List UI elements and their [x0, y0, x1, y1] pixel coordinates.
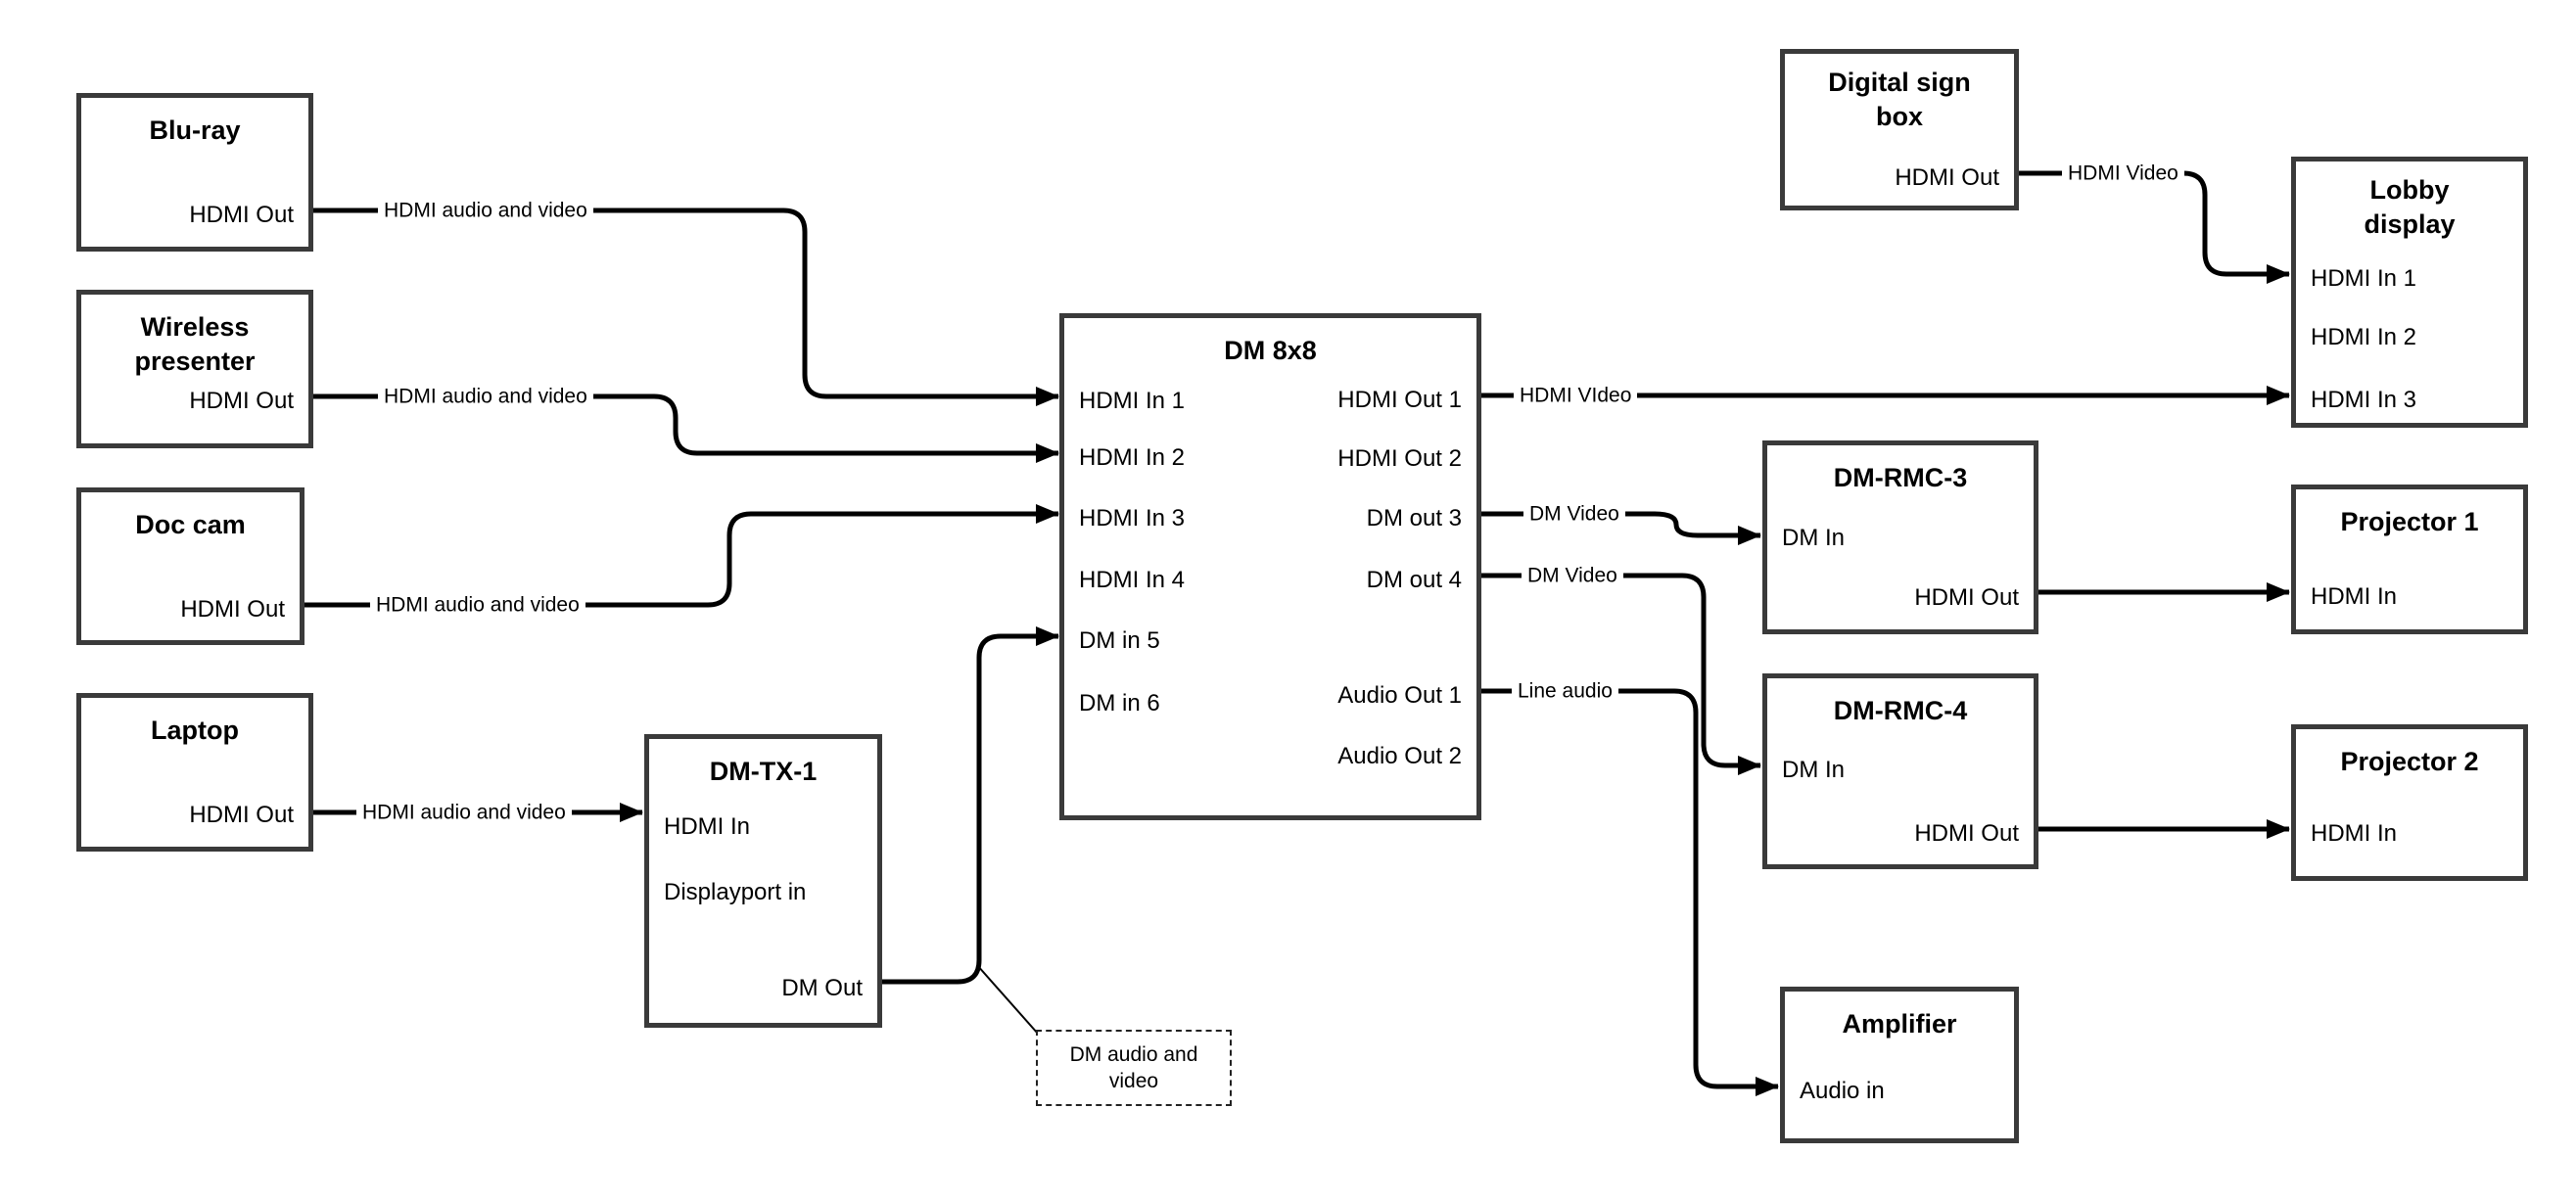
- port-hdmi-in-1: HDMI In 1: [1079, 387, 1186, 414]
- wire-label-dm-out3: DM Video: [1523, 501, 1625, 527]
- node-projector-2: Projector 2 HDMI In: [2291, 724, 2528, 881]
- wire-dmtx1-to-dm8x8-in5: [882, 626, 1059, 985]
- wire-label-bluray: HDMI audio and video: [378, 198, 593, 223]
- node-dm-8x8: DM 8x8 HDMI In 1 HDMI In 2 HDMI In 3 HDM…: [1059, 313, 1481, 820]
- port-dm-in: DM In: [1782, 756, 1846, 783]
- port-hdmi-out: HDMI Out: [189, 387, 294, 414]
- port-hdmi-in-3: HDMI In 3: [2311, 386, 2417, 413]
- port-hdmi-in-2: HDMI In 2: [2311, 323, 2417, 350]
- node-title: Projector 1: [2340, 507, 2479, 536]
- port-audio-in: Audio in: [1800, 1077, 1885, 1104]
- node-laptop: Laptop HDMI Out: [76, 693, 313, 852]
- port-hdmi-out: HDMI Out: [180, 595, 285, 623]
- wire-dm8x8-out4-to-rmc4: [1481, 573, 1761, 775]
- wire-label-dm-out4: DM Video: [1522, 563, 1623, 588]
- node-title: Blu-ray: [149, 115, 241, 145]
- node-digital-sign-box: Digital sign box HDMI Out: [1780, 49, 2019, 210]
- port-audio-out-1: Audio Out 1: [1337, 681, 1462, 709]
- port-dm-out: DM Out: [781, 974, 863, 1001]
- port-hdmi-in-1: HDMI In 1: [2311, 264, 2417, 292]
- port-hdmi-out-1: HDMI Out 1: [1337, 386, 1462, 413]
- wire-bluray-to-dm8x8-in1: [313, 208, 1059, 406]
- node-title: DM-TX-1: [709, 757, 818, 786]
- node-title: Digital sign box: [1828, 68, 1971, 132]
- port-displayport-in: Displayport in: [664, 878, 807, 905]
- port-dm-in-6: DM in 6: [1079, 689, 1160, 716]
- node-lobby-display: Lobby display HDMI In 1 HDMI In 2 HDMI I…: [2291, 157, 2528, 428]
- node-blu-ray: Blu-ray HDMI Out: [76, 93, 313, 252]
- node-title: DM 8x8: [1224, 336, 1317, 365]
- port-hdmi-in-4: HDMI In 4: [1079, 566, 1186, 593]
- wire-label-audio-out1: Line audio: [1512, 678, 1618, 704]
- wire-dm8x8-out3-to-rmc3: [1481, 511, 1761, 545]
- port-hdmi-out-2: HDMI Out 2: [1337, 444, 1462, 472]
- node-title: Doc cam: [135, 510, 246, 539]
- note-dm-audio-and-video: DM audio and video: [1036, 1030, 1232, 1106]
- port-hdmi-out: HDMI Out: [189, 201, 294, 228]
- wire-doccam-to-dm8x8-in3: [304, 504, 1059, 608]
- node-title: Projector 2: [2340, 747, 2479, 776]
- node-dm-tx-1: DM-TX-1 HDMI In Displayport in DM Out: [644, 734, 882, 1028]
- node-projector-1: Projector 1 HDMI In: [2291, 485, 2528, 634]
- wire-label-signbox: HDMI Video: [2062, 161, 2184, 186]
- port-hdmi-in: HDMI In: [2311, 819, 2398, 847]
- port-audio-out-2: Audio Out 2: [1337, 742, 1462, 769]
- node-doc-cam: Doc cam HDMI Out: [76, 487, 304, 645]
- node-title: Amplifier: [1842, 1009, 1957, 1039]
- node-wireless-presenter: Wireless presenter HDMI Out: [76, 290, 313, 448]
- note-leader-line: [976, 964, 1039, 1035]
- port-hdmi-out: HDMI Out: [1914, 819, 2019, 847]
- port-hdmi-out: HDMI Out: [1895, 163, 1999, 191]
- node-dm-rmc-3: DM-RMC-3 DM In HDMI Out: [1762, 440, 2038, 634]
- port-dm-out-3: DM out 3: [1366, 504, 1462, 531]
- port-hdmi-in-3: HDMI In 3: [1079, 504, 1186, 531]
- port-dm-in-5: DM in 5: [1079, 626, 1160, 654]
- node-title: Wireless presenter: [134, 312, 256, 377]
- node-title: Laptop: [151, 716, 239, 745]
- port-hdmi-in: HDMI In: [664, 812, 751, 840]
- port-dm-in: DM In: [1782, 524, 1846, 551]
- node-amplifier: Amplifier Audio in: [1780, 987, 2019, 1143]
- node-title: DM-RMC-4: [1833, 696, 1968, 725]
- port-hdmi-in-2: HDMI In 2: [1079, 443, 1186, 471]
- note-text: DM audio and video: [1069, 1042, 1198, 1092]
- node-title: Lobby display: [2364, 175, 2456, 240]
- wire-wireless-to-dm8x8-in2: [313, 393, 1059, 463]
- wire-signbox-to-lobby-in1: [2019, 170, 2290, 284]
- wire-dm8x8-audio1-to-amp: [1481, 688, 1779, 1096]
- node-dm-rmc-4: DM-RMC-4 DM In HDMI Out: [1762, 673, 2038, 869]
- port-dm-out-4: DM out 4: [1366, 566, 1462, 593]
- wire-label-doccam: HDMI audio and video: [370, 592, 585, 618]
- wire-label-hdmi-out1: HDMI VIdeo: [1514, 383, 1638, 408]
- wire-label-laptop: HDMI audio and video: [356, 800, 572, 825]
- port-hdmi-in: HDMI In: [2311, 582, 2398, 610]
- port-hdmi-out: HDMI Out: [1914, 583, 2019, 611]
- node-title: DM-RMC-3: [1833, 463, 1968, 492]
- wire-label-wireless: HDMI audio and video: [378, 384, 593, 409]
- port-hdmi-out: HDMI Out: [189, 801, 294, 828]
